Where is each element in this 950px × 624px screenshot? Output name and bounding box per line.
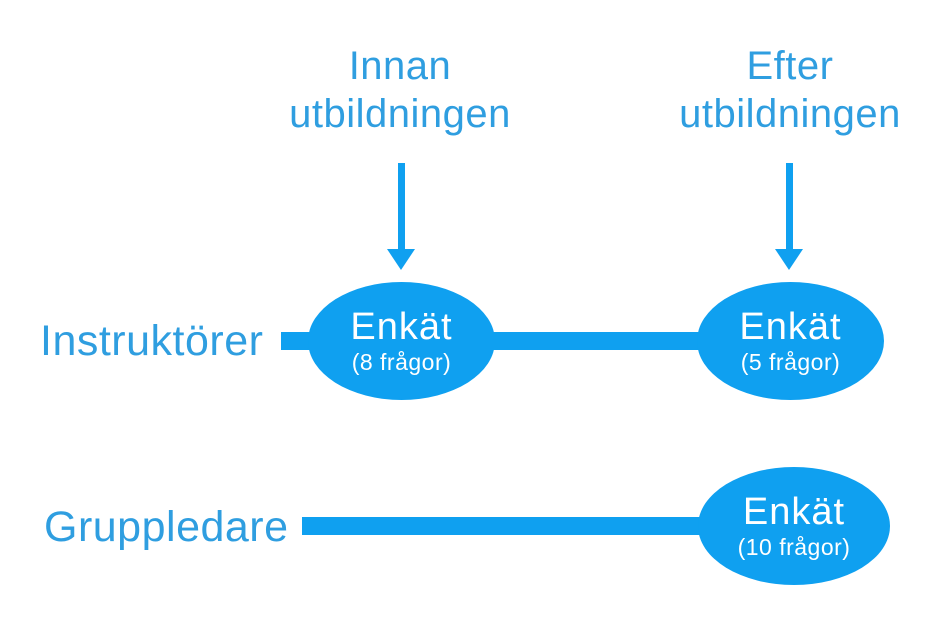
column-header-before-training: Innan utbildningen: [240, 42, 560, 138]
connector-line: [302, 517, 712, 535]
survey-node: Enkät (10 frågor): [698, 467, 890, 585]
row-label-instruktorer: Instruktörer: [40, 317, 264, 365]
connector-line: [480, 332, 710, 350]
row-label-gruppledare: Gruppledare: [44, 503, 289, 551]
column-header-after-training: Efter utbildningen: [630, 42, 950, 138]
column-header-line: utbildningen: [679, 92, 901, 136]
arrow-head: [775, 249, 803, 270]
survey-node: Enkät (8 frågor): [308, 282, 495, 400]
column-header-line: Efter: [746, 44, 834, 88]
column-header-line: Innan: [348, 44, 452, 88]
survey-node: Enkät (5 frågor): [697, 282, 884, 400]
column-header-line: utbildningen: [289, 92, 511, 136]
down-arrow-icon: [385, 163, 417, 270]
survey-node-title: Enkät: [350, 306, 453, 348]
survey-node-subtitle: (8 frågor): [351, 349, 452, 375]
down-arrow-icon: [773, 163, 805, 270]
survey-node-subtitle: (10 frågor): [737, 534, 851, 560]
survey-node-title: Enkät: [739, 306, 842, 348]
survey-node-title: Enkät: [742, 491, 846, 533]
arrow-shaft: [785, 163, 793, 249]
survey-node-subtitle: (5 frågor): [740, 349, 841, 375]
arrow-shaft: [397, 163, 405, 249]
arrow-head: [387, 249, 415, 270]
